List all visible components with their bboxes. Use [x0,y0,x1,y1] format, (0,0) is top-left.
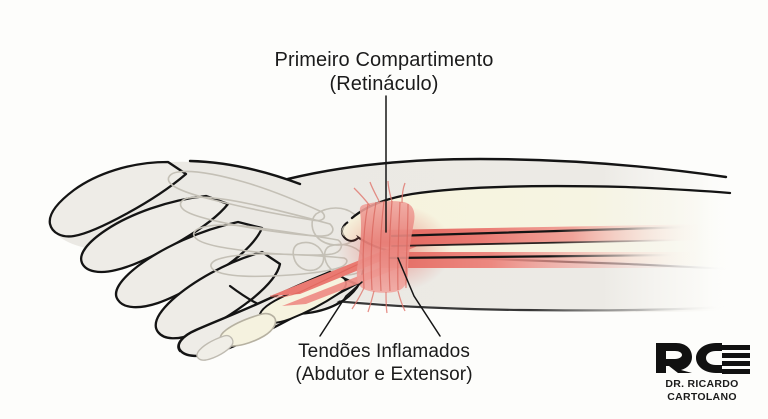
logo-name-line1: DR. RICARDO [665,378,739,390]
label-bottom-line1: Tendões Inflamados [298,341,470,362]
extensor-retinaculum [351,180,415,314]
leader-line-bottom-right [397,257,441,337]
logo-name-line2: CARTOLANO [667,391,737,404]
label-tendoes-inflamados: Tendões Inflamados (Abdutor e Extensor) [0,340,768,386]
leader-lines [319,95,441,337]
thumb [177,270,358,361]
label-top-line1: Primeiro Compartimento [274,49,494,71]
logo-dr-ricardo-cartolano: DR. RICARDO CARTOLANO [650,339,754,405]
label-primeiro-compartimento: Primeiro Compartimento (Retináculo) [0,48,768,97]
label-top-line2: (Retináculo) [329,73,439,96]
rc-monogram-icon [656,343,750,374]
leader-line-bottom-left [319,281,363,337]
label-bottom-line2: (Abdutor e Extensor) [295,364,473,386]
